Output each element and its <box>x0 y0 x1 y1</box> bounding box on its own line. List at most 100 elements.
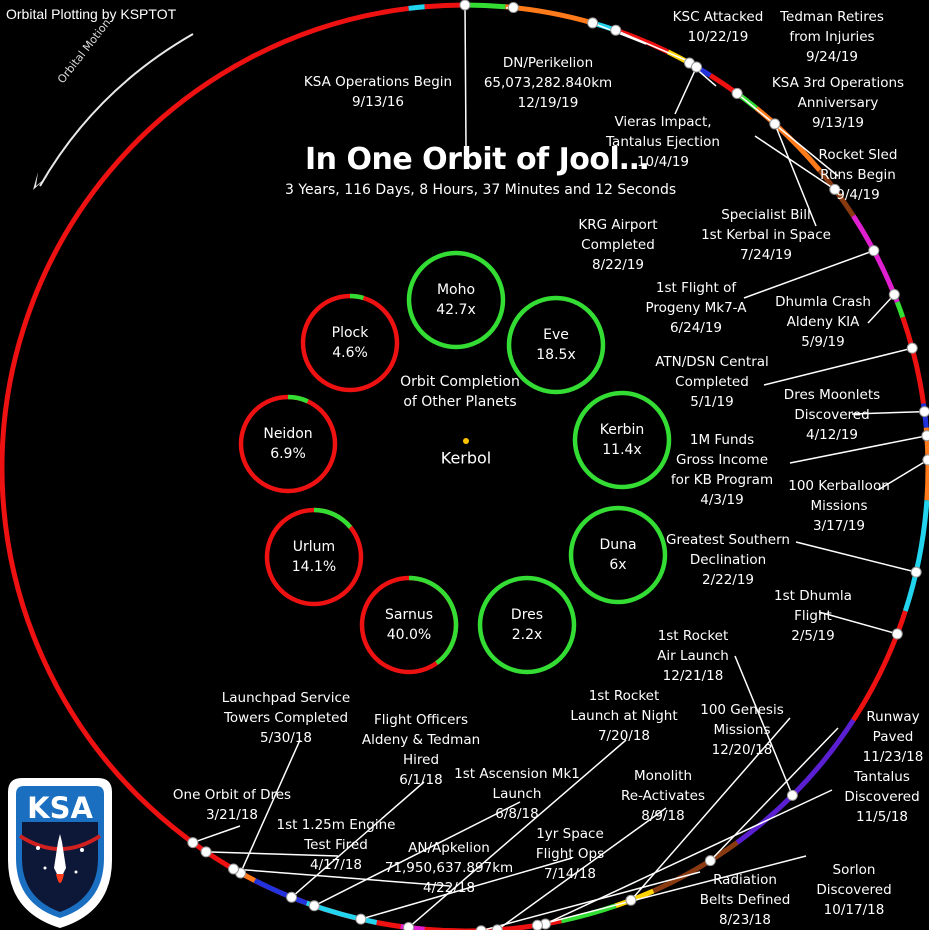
leader-line <box>734 655 794 796</box>
event-label: 1st Flight of Progeny Mk7-A 6/24/19 <box>645 280 747 336</box>
event-marker <box>610 24 622 36</box>
orbit-segment <box>735 718 856 845</box>
event-marker <box>704 855 716 867</box>
orbit-segment <box>305 900 378 925</box>
event-marker <box>531 919 543 930</box>
planet-value: 18.5x <box>536 347 576 363</box>
planet-progress-urlum <box>313 507 353 529</box>
event-label: One Orbit of Dres 3/21/18 <box>172 787 292 823</box>
leader-line <box>736 92 839 177</box>
event-label: KSA 3rd Operations Anniversary 9/13/19 <box>771 75 905 131</box>
event-marker <box>228 863 239 875</box>
event-marker <box>906 342 918 354</box>
planet-ring-kerbin <box>572 390 672 490</box>
event-label: 1st Ascension Mk1 Launch 6/8/18 <box>454 766 580 822</box>
planet-name: Eve <box>543 327 569 343</box>
leader-line <box>233 868 451 887</box>
credit-text: Orbital Plotting by KSPTOT <box>6 6 177 22</box>
leader-line <box>743 249 875 299</box>
event-marker <box>922 454 929 466</box>
planet-value: 42.7x <box>436 302 476 318</box>
orbit-segment <box>464 2 506 10</box>
orbit-segment <box>900 316 926 404</box>
orbit-segment <box>894 301 906 319</box>
event-marker <box>691 61 702 73</box>
event-label: 1M Funds Gross Income for KB Program 4/3… <box>670 432 774 508</box>
planet-name: Sarnus <box>384 607 434 623</box>
event-label: 1st Rocket Air Launch 12/21/18 <box>657 628 729 684</box>
planet-value: 14.1% <box>291 559 337 575</box>
planet-label-sarnus: Sarnus 40.0% <box>385 605 433 645</box>
event-marker <box>491 924 503 930</box>
leader-line <box>408 739 627 929</box>
leader-line <box>789 434 928 464</box>
planet-ring-moho <box>406 250 506 350</box>
event-label: 100 Genesis Missions 12/20/18 <box>700 702 784 758</box>
planet-ring-dres <box>477 575 577 675</box>
planet-ring-eve <box>506 295 606 395</box>
event-label: Vieras Impact, Tantalus Ejection 10/4/19 <box>606 114 720 170</box>
event-marker <box>888 289 900 301</box>
leader-line <box>360 857 573 920</box>
planet-name: Urlum <box>292 539 336 555</box>
leader-line <box>496 807 667 930</box>
planet-value: 40.0% <box>386 627 432 643</box>
event-label: 100 Kerballoon Missions 3/17/19 <box>788 478 890 534</box>
leader-line <box>291 781 425 898</box>
leader-line <box>313 801 521 907</box>
leader-line <box>192 825 241 844</box>
event-marker <box>587 17 599 29</box>
planet-value: 4.6% <box>332 345 368 361</box>
leader-line <box>537 855 807 927</box>
event-label: Radiation Belts Defined 8/23/18 <box>699 872 791 928</box>
event-label: KSC Attacked 10/22/19 <box>672 9 764 45</box>
leader-line <box>754 135 836 190</box>
event-marker <box>910 566 922 578</box>
event-label: Tedman Retires from Injuries 9/24/19 <box>780 9 884 65</box>
event-markers <box>187 0 929 930</box>
orbit-completion-caption: Orbit Completion of Other Planets <box>400 374 520 410</box>
event-label: Greatest Southern Declination 2/22/19 <box>666 532 790 588</box>
leader-line <box>464 4 467 147</box>
orbit-segment <box>851 214 900 303</box>
planet-name: Dres <box>510 607 544 623</box>
page-subtitle: 3 Years, 116 Days, 8 Hours, 37 Minutes a… <box>285 182 677 198</box>
leader-line <box>674 66 698 115</box>
orbit-segment <box>902 500 929 612</box>
event-label: ATN/DSN Central Completed 5/1/19 <box>655 354 769 410</box>
leader-line <box>763 347 913 386</box>
planet-label-urlum: Urlum 14.1% <box>292 537 336 577</box>
orbit-segment <box>376 920 401 929</box>
planet-rings <box>238 250 672 675</box>
event-marker <box>187 837 199 849</box>
planet-name: Kerbin <box>599 422 645 438</box>
planet-progress-plock <box>349 293 365 301</box>
page-title: In One Orbit of Jool… <box>305 142 649 177</box>
leader-line <box>851 410 925 415</box>
event-label: 1st Rocket Launch at Night 7/20/18 <box>570 688 678 744</box>
planet-label-moho: Moho 42.7x <box>436 280 475 320</box>
planet-progress-neidon <box>287 394 309 404</box>
planet-progress-sarnus <box>408 575 459 665</box>
planet-value: 2.2x <box>511 627 543 643</box>
leader-line <box>877 459 929 491</box>
event-label: DN/Perikelion 65,073,282.840km 12/19/19 <box>483 55 613 111</box>
leader-line <box>795 541 917 573</box>
event-marker <box>769 118 781 130</box>
event-label: Sorlon Discovered 10/17/18 <box>816 862 892 918</box>
event-label: Tantalus Discovered 11/5/18 <box>844 769 920 825</box>
planet-name: Moho <box>436 282 476 298</box>
leader-line <box>867 294 895 324</box>
planet-name: Duna <box>599 537 637 553</box>
leader-line <box>480 871 701 930</box>
event-marker <box>507 2 519 14</box>
event-label: Flight Officers Aldeny & Tedman Hired 6/… <box>361 712 481 788</box>
leader-line <box>545 789 833 925</box>
event-label: Launchpad Service Towers Completed 5/30/… <box>221 690 351 746</box>
event-marker <box>919 406 929 418</box>
event-label: KRG Airport Completed 8/22/19 <box>578 217 658 273</box>
leader-lines <box>192 4 929 930</box>
leader-line <box>630 717 791 901</box>
event-marker <box>200 846 212 858</box>
